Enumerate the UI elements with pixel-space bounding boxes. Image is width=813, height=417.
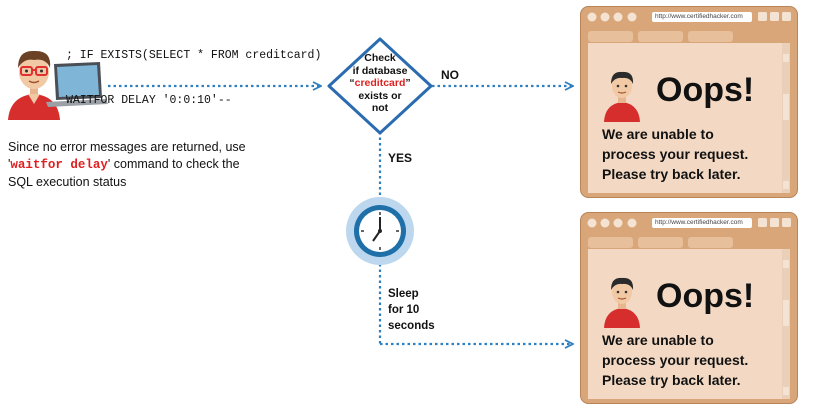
note-line-2-rest: ' command to check the bbox=[107, 157, 240, 171]
sql-line-1: ; IF EXISTS(SELECT * FROM creditcard) bbox=[66, 49, 322, 62]
browser-frame bbox=[580, 6, 798, 198]
hacker-at-laptop-icon bbox=[8, 50, 108, 120]
note-quote-open: ' bbox=[8, 157, 11, 171]
decision-text: Check if database “creditcard” exists or… bbox=[340, 52, 420, 115]
no-label: NO bbox=[441, 68, 459, 82]
error-heading: Oops! bbox=[656, 71, 755, 109]
explanation-note: Since no error messages are returned, us… bbox=[8, 139, 308, 191]
error-message: We are unable to process your request. P… bbox=[602, 330, 782, 390]
sql-code-block: ; IF EXISTS(SELECT * FROM creditcard) WA… bbox=[66, 18, 321, 123]
waitfor-delay-keyword: waitfor delay bbox=[10, 158, 108, 172]
address-bar: http://www.certifiedhacker.com bbox=[652, 218, 752, 228]
avatar-icon bbox=[604, 277, 640, 328]
error-heading: Oops! bbox=[656, 277, 755, 315]
decision-line-1: Check bbox=[364, 52, 396, 64]
error-message: We are unable to process your request. P… bbox=[602, 124, 782, 184]
error-message-line-1: We are unable to bbox=[602, 126, 714, 142]
decision-open-quote: “ bbox=[349, 77, 355, 89]
sleep-line-2: for 10 bbox=[388, 304, 420, 316]
note-line-3: SQL execution status bbox=[8, 175, 127, 189]
decision-line-5: not bbox=[371, 102, 389, 114]
decision-line-2: if database bbox=[352, 64, 408, 77]
decision-line-4: exists or bbox=[358, 89, 402, 102]
creditcard-table-name: creditcard bbox=[354, 77, 406, 89]
error-message-line-2: process your request. bbox=[602, 146, 749, 162]
clock-icon bbox=[346, 197, 414, 265]
address-bar: http://www.certifiedhacker.com bbox=[652, 12, 752, 22]
note-line-2: 'waitfor delay' command to check the bbox=[8, 156, 308, 174]
avatar-icon bbox=[604, 71, 640, 122]
decision-line-3: “creditcard” bbox=[340, 77, 420, 90]
decision-close-quote: ” bbox=[405, 77, 411, 89]
browser-window-2: http://www.certifiedhacker.com Oops! We … bbox=[580, 212, 798, 404]
note-line-1: Since no error messages are returned, us… bbox=[8, 140, 246, 154]
sleep-line-1: Sleep bbox=[388, 288, 419, 300]
error-message-line-2: process your request. bbox=[602, 352, 749, 368]
sleep-label: Sleep for 10 seconds bbox=[388, 286, 435, 334]
browser-window-1: http://www.certifiedhacker.com Oops! We … bbox=[580, 6, 798, 198]
error-message-line-3: Please try back later. bbox=[602, 166, 741, 182]
sql-line-2: WAITFOR DELAY '0:0:10'-- bbox=[66, 94, 232, 107]
decision-diamond bbox=[327, 37, 433, 135]
sleep-line-3: seconds bbox=[388, 320, 435, 332]
error-message-line-1: We are unable to bbox=[602, 332, 714, 348]
error-message-line-3: Please try back later. bbox=[602, 372, 741, 388]
yes-label: YES bbox=[388, 151, 413, 165]
